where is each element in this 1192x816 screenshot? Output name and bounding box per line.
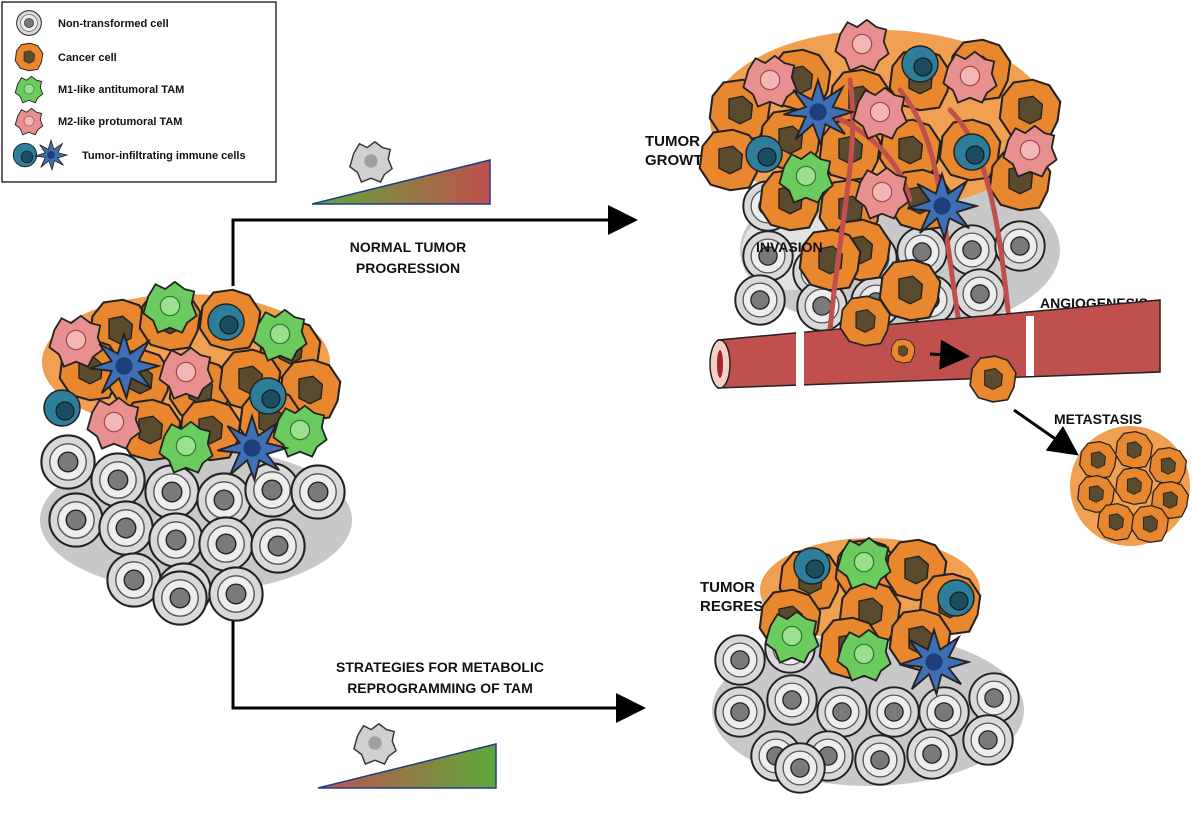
immune-teal-cell [937,579,975,617]
strategies-label-2: REPROGRAMMING OF TAM [347,680,533,696]
immune-teal-cell [901,45,939,83]
non-transformed-cell [148,512,204,568]
tumor-regression-label-1: TUMOR [700,579,755,596]
metastatic-cancer-cell [1131,505,1169,543]
immune-teal-cell [207,303,245,341]
non-transformed-cell [40,434,96,490]
initial-tumor [40,280,352,626]
immune-teal-cell [43,389,81,427]
non-transformed-cell [250,518,306,574]
metastatic-cancer-cell [1115,467,1153,505]
regressing-tumor [712,536,1024,794]
metastasis-arrow [1013,408,1079,456]
normal-progression-label-2: PROGRESSION [356,260,460,276]
legend-label-m2: M2-like protumoral TAM [58,116,182,128]
non-transformed-cell [734,274,786,326]
non-transformed-cell [144,464,200,520]
metastatic-cancer-cell [1115,431,1153,469]
immune-teal-cell [745,135,783,173]
legend-label-immune: Tumor-infiltrating immune cells [82,150,246,162]
metastasis-label: METASTASIS [1054,411,1142,427]
regression-arrow [231,612,646,723]
non-transformed-cell [714,634,766,686]
increase-gradient-bottom [317,723,497,789]
non-transformed-cell [946,224,998,276]
progression-arrow [231,205,638,286]
legend-label-non-transformed: Non-transformed cell [58,18,169,30]
non-transformed-cell [766,674,818,726]
macrophage-icon-top [349,141,393,183]
immune-teal-cell [793,547,831,585]
non-transformed-cell [774,742,826,794]
blood-vessel [709,295,1161,403]
strategies-label-1: STRATEGIES FOR METABOLIC [336,659,544,675]
metastatic-cancer-cell [1097,503,1135,541]
immune-teal-cell [249,377,287,415]
non-transformed-cell [90,452,146,508]
immune-cells-icon [12,142,38,168]
cancer-cell-icon [14,42,44,72]
legend-label-m1: M1-like antitumoral TAM [58,84,184,96]
non-transformed-cell [854,734,906,786]
metastasis-cluster [1070,426,1190,546]
immune-teal-cell [953,133,991,171]
non-transformed-cell [816,686,868,738]
invasion-label: INVASION [756,239,823,255]
increase-gradient-top [311,141,491,205]
non-transformed-cell [714,686,766,738]
non-transformed-cell [868,686,920,738]
circulating-cancer-cell [890,338,916,364]
normal-progression-label-1: NORMAL TUMOR [350,239,466,255]
non-transformed-cell [962,714,1014,766]
extravasating-cancer-cell [969,355,1017,403]
tumor-growth-label-2: GROWTH [645,152,713,169]
non-transformed-cell [208,566,264,622]
non-transformed-cell [98,500,154,556]
macrophage-icon-bottom [353,723,397,765]
non-transformed-cell-icon [16,10,42,36]
non-transformed-cell [906,728,958,780]
growing-tumor: INVASION [698,18,1062,333]
non-transformed-cell [198,516,254,572]
intravasating-cancer-cell [839,295,891,347]
metastatic-cancer-cell [1149,447,1187,485]
non-transformed-cell [290,464,346,520]
tumor-growth-label-1: TUMOR [645,133,700,150]
legend: Non-transformed cell Cancer cell M1-like… [1,1,277,183]
cancer-cell [878,258,942,322]
legend-label-cancer: Cancer cell [58,52,117,64]
non-transformed-cell [954,268,1006,320]
non-transformed-cell [48,492,104,548]
metastatic-cancer-cell [1079,441,1117,479]
non-transformed-cell [152,570,208,626]
